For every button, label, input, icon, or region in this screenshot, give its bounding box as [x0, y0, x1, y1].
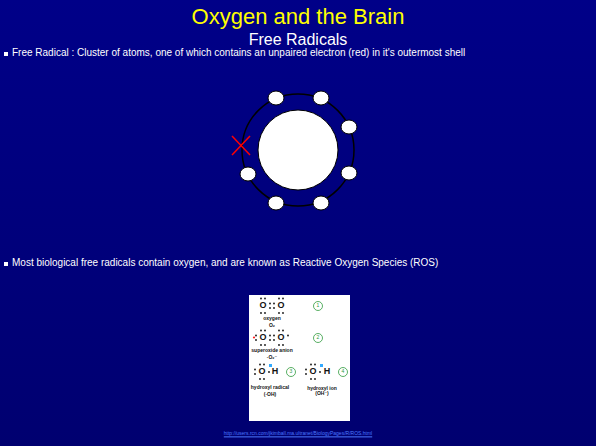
molecule-name: hydroxyl radical — [251, 385, 289, 390]
extra-electron — [320, 364, 323, 367]
source-link: http://users.rcn.com/jkimball.ma.ultrane… — [224, 431, 372, 436]
callout-circles — [287, 302, 348, 377]
nucleus — [258, 110, 338, 190]
electrons — [240, 91, 357, 210]
electron-shell — [242, 94, 354, 206]
callout-number: 3 — [290, 369, 293, 374]
molecule-name: oxygen — [263, 316, 281, 321]
atom-symbol: O — [309, 367, 316, 376]
atom-symbol: O — [259, 301, 266, 310]
molecule-name: hydroxyl ion (OH⁻) — [305, 386, 339, 397]
molecule-formula: (·OH) — [264, 392, 277, 397]
molecule-formula: O₂ — [269, 323, 275, 328]
radical-dot — [269, 364, 272, 367]
bullet-text: Most biological free radicals contain ox… — [12, 257, 590, 269]
ros-inset — [249, 295, 350, 421]
atom-illustration — [232, 91, 357, 210]
electron-dots — [254, 298, 321, 380]
subtitle: Free Radicals — [249, 32, 348, 49]
bullet-mark — [4, 52, 8, 56]
atom-symbol: H — [272, 367, 279, 376]
atom-symbol: O — [258, 367, 265, 376]
atom-symbol: H — [324, 367, 331, 376]
radical-dot — [253, 336, 255, 338]
callout-number: 2 — [317, 335, 320, 340]
molecule-name: superoxide anion — [251, 348, 292, 353]
molecule-formula: ·O₂⁻ — [267, 355, 277, 360]
bullet-text: Free Radical : Cluster of atoms, one of … — [12, 47, 590, 59]
slide-title: Oxygen and the Brain — [192, 4, 405, 29]
callout-number: 1 — [317, 303, 320, 308]
atom-symbol: O — [259, 333, 266, 342]
unpaired-electron — [232, 136, 250, 155]
bullet-mark — [4, 262, 8, 266]
atom-symbol: O — [277, 333, 284, 342]
inset-panel — [249, 295, 350, 421]
callout-number: 4 — [342, 369, 345, 374]
atom-symbol: O — [277, 301, 284, 310]
